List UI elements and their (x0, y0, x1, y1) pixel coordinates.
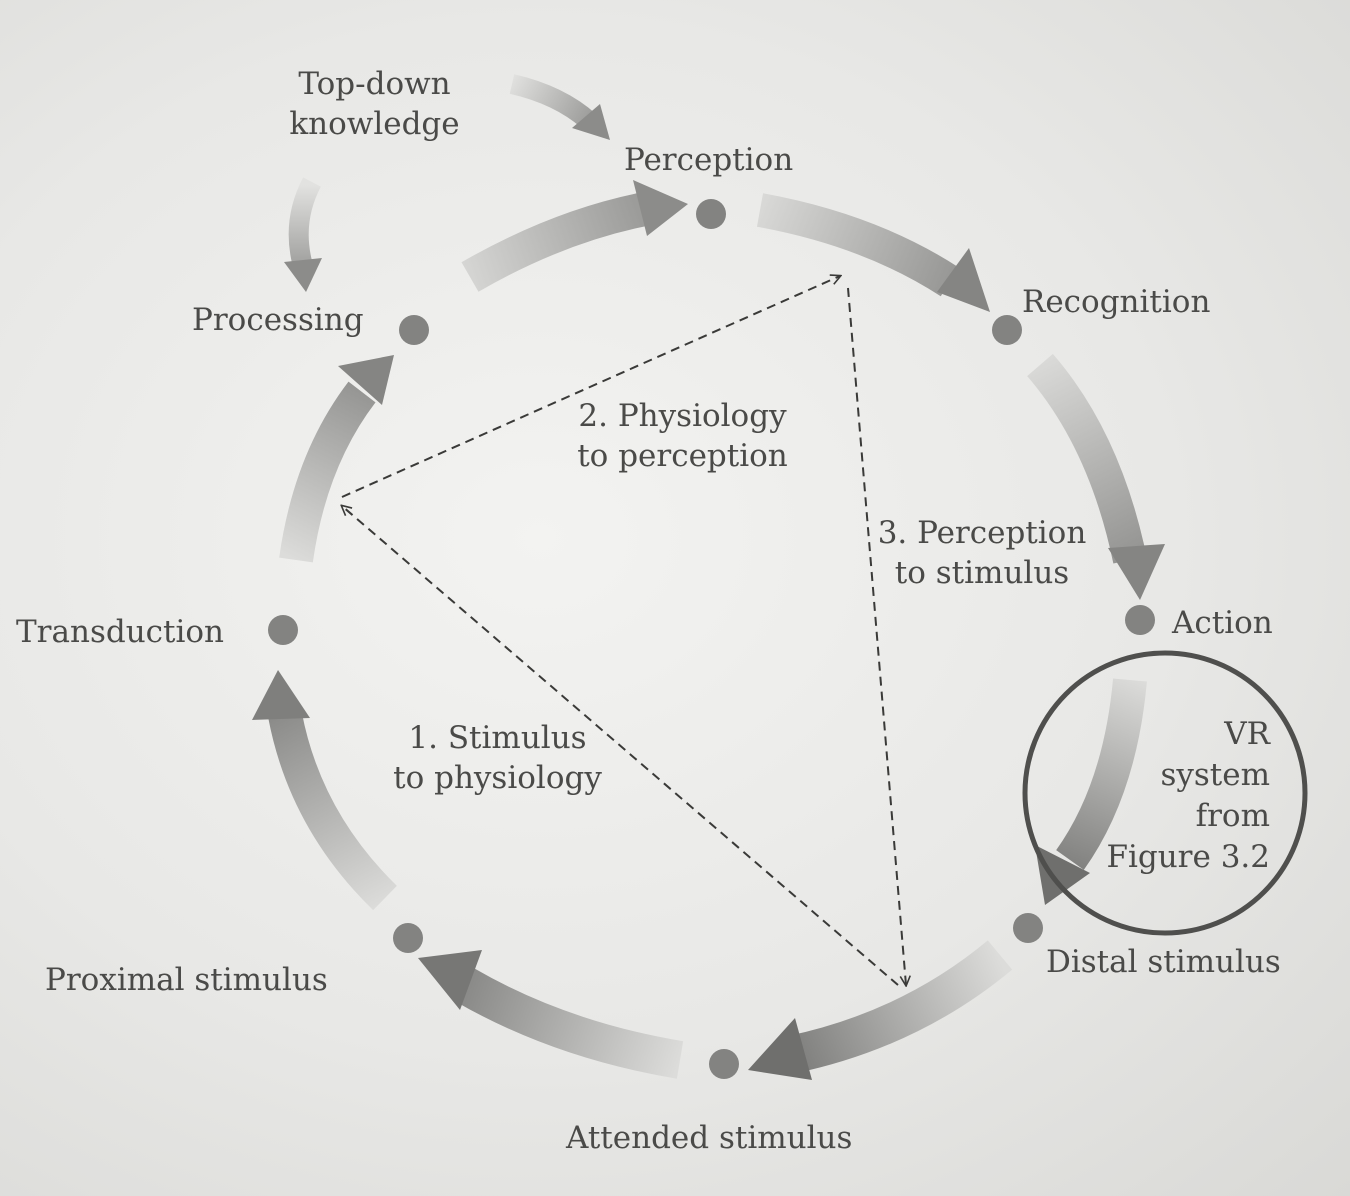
node-perception (696, 199, 726, 229)
arrow-to-proximal-stimulus (418, 950, 684, 1079)
arrow-to-perception (461, 180, 688, 292)
node-proximal-stimulus (393, 923, 423, 953)
arrow-to-processing (279, 355, 394, 563)
top-down-arrow-to-processing (284, 177, 322, 292)
attended-stimulus-label: Attended stimulus (566, 1120, 853, 1156)
relation-physiology-to-perception: 2. Physiology to perception (577, 398, 788, 474)
arrow-to-recognition (756, 193, 990, 312)
vr-system-note: VR system from Figure 3.2 (1106, 716, 1270, 875)
perception-label: Perception (624, 142, 794, 178)
action-label: Action (1172, 605, 1273, 641)
dashed-arrow-perception-to-stimulus (847, 287, 906, 985)
dashed-arrow-stimulus-to-physiology (342, 506, 899, 986)
dashed-arrow-physiology-to-perception (341, 276, 840, 498)
relationship-triangle (342, 276, 906, 985)
arrow-to-attended-stimulus (748, 940, 1013, 1080)
vr-system-circle (1022, 650, 1308, 936)
recognition-label: Recognition (1022, 284, 1211, 320)
relation-stimulus-to-physiology: 1. Stimulus to physiology (393, 720, 602, 796)
arrow-to-transduction (252, 670, 397, 911)
arrow-to-distal-stimulus (1035, 678, 1147, 905)
node-distal-stimulus (1013, 913, 1043, 943)
node-action (1125, 605, 1155, 635)
node-attended-stimulus (709, 1049, 739, 1079)
node-recognition (992, 315, 1022, 345)
transduction-label: Transduction (16, 614, 225, 650)
node-transduction (268, 615, 298, 645)
node-processing (399, 315, 429, 345)
proximal-stimulus-label: Proximal stimulus (45, 962, 328, 998)
processing-label: Processing (192, 302, 364, 338)
top-down-knowledge-label: Top-down knowledge (289, 66, 460, 142)
relation-perception-to-stimulus: 3. Perception to stimulus (877, 515, 1087, 591)
distal-stimulus-label: Distal stimulus (1046, 944, 1281, 980)
arrow-to-action (1027, 353, 1165, 600)
cycle-nodes (268, 199, 1155, 1079)
top-down-arrow-to-perception (509, 74, 610, 140)
